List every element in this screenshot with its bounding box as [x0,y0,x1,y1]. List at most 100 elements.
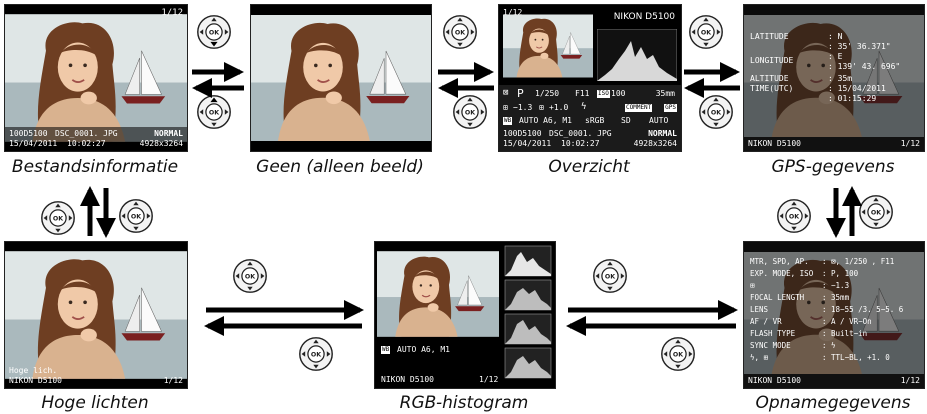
shooting-row-value: : 35mm [822,293,850,302]
multi-selector-up-icon [196,94,232,130]
shooting-row-label: FOCAL LENGTH [750,293,805,302]
iso-icon: ISO [597,90,610,98]
multi-selector-up-icon [660,336,696,372]
exposure-comp-icon: ⊞ [503,103,508,112]
time-utc-date: : 15/04/2011 [828,84,886,93]
latitude-value: : 35' 36.371" [828,42,891,51]
screen-file-info: 1/12 100D5100 DSC_0001. JPG NORMAL 15/04… [4,4,188,152]
multi-selector-right-icon [118,198,154,234]
screen-highlights: Hoge lich. NIKON D5100 1/12 [4,241,188,389]
file-name: DSC_0001. JPG [55,129,118,138]
frame-counter: 1/12 [163,376,183,385]
shooting-row-label: EXP. MODE, ISO [750,269,814,278]
camera-name: NIKON D5100 [381,375,434,384]
multi-selector-down-icon [592,258,628,294]
image-size: 4928x3264 [139,139,183,148]
screen-rgb-histogram: WB AUTO A6, M1 NIKON D5100 1/12 [374,241,556,389]
shooting-row-value: : ϟ [822,341,836,350]
wb-icon: WB [503,117,513,125]
white-balance: AUTO A6, M1 [519,116,572,125]
longitude-value: : 139' 43. 696" [828,62,901,71]
altitude-label: ALTITUDE [750,74,789,83]
iso-value: 100 [611,89,626,98]
focal-length: 35mm [655,89,675,98]
wb-icon: WB [381,346,391,354]
shooting-row-label: AF / VR [750,317,782,326]
time: 10:02:27 [561,139,600,148]
shooting-row-label: LENS [750,305,769,314]
shooting-row-value: : TTL−BL, +1. 0 [822,353,890,362]
shooting-row-value: : Built−in [822,329,868,338]
picture-control: SD [621,116,631,125]
multi-selector-down-icon [196,14,232,50]
frame-counter: 1/12 [479,375,499,384]
aperture: F11 [575,89,590,98]
longitude-dir: : E [828,52,843,61]
dim-overlay [744,5,924,151]
portrait-photo [251,14,431,142]
image-size: 4928x3264 [633,139,677,148]
file-name: DSC_0001. JPG [549,129,612,138]
histogram-blue [504,347,552,379]
camera-name: NIKON D5100 [748,139,801,148]
caption-none: Geen (alleen beeld) [256,157,424,177]
thumbnail-photo [377,250,499,338]
camera-name: NIKON D5100 [613,12,675,22]
image-quality: NORMAL [648,129,677,138]
shooting-row-value: : A / VR−On [822,317,872,326]
multi-selector-left-icon [776,198,812,234]
active-dlighting: AUTO [649,116,669,125]
frame-counter: 1/12 [900,139,920,148]
camera-name: NIKON D5100 [748,376,801,385]
caption-rgb-histogram: RGB-histogram [399,393,529,413]
multi-selector-up-icon [298,336,334,372]
shooting-row-value: : P, 100 [822,269,859,278]
color-space: sRGB [585,116,605,125]
shooting-row-value: : −1.3 [822,281,850,290]
shooting-row-value: : ⊠, 1/250 , F11 [822,257,895,266]
longitude-label: LONGITUDE [750,56,794,65]
rgb-histograms [504,245,552,379]
multi-selector-up-icon [698,94,734,130]
comment-badge: COMMENT [625,104,653,112]
histogram-red [504,279,552,311]
date: 15/04/2011 [9,139,58,148]
screen-none [250,4,432,152]
time-utc-value: : 01:15:29 [828,94,877,103]
footer-bar [744,374,924,388]
histogram-green [504,313,552,345]
exposure-mode: P [517,87,524,100]
time: 10:02:27 [67,139,106,148]
info-bar [5,127,187,151]
screen-gps: LATITUDE : N : 35' 36.371" LONGITUDE : E… [743,4,925,152]
flash-comp-icon: ⊞ [539,103,544,112]
histogram-luminance [504,245,552,277]
frame-counter: 1/12 [503,8,523,17]
flash-comp: +1.0 [549,103,569,112]
flash-icon: ϟ [581,102,587,112]
shooting-row-label: ϟ, ⊞ [750,353,769,362]
caption-shooting-data: Opnamegegevens [755,393,911,413]
image-quality: NORMAL [154,129,183,138]
altitude-value: : 35m [828,74,853,83]
metering-icon: ⊠ [503,88,509,98]
folder-name: 100D5100 [9,129,48,138]
shooting-row-label: FLASH TYPE [750,329,796,338]
multi-selector-left-icon [40,200,76,236]
caption-file-info: Bestandsinformatie [11,157,179,177]
caption-highlights: Hoge lichten [41,393,149,413]
highlights-label: Hoge lich. [9,366,58,375]
shutter-speed: 1/250 [535,89,560,98]
latitude-dir: : N [828,32,843,41]
dim-overlay [744,242,924,388]
shooting-row-label: MTR, SPD, AP. [750,257,809,266]
screen-overview: 1/12 NIKON D5100 ⊠ P 1/250 F11 ISO 100 3… [498,4,682,152]
caption-gps: GPS-gegevens [771,157,895,177]
footer-bar [744,137,924,151]
caption-overview: Overzicht [548,157,630,177]
time-utc-label: TIME(UTC) [750,84,794,93]
multi-selector-down-icon [688,14,724,50]
date: 15/04/2011 [503,139,552,148]
latitude-label: LATITUDE [750,32,789,41]
